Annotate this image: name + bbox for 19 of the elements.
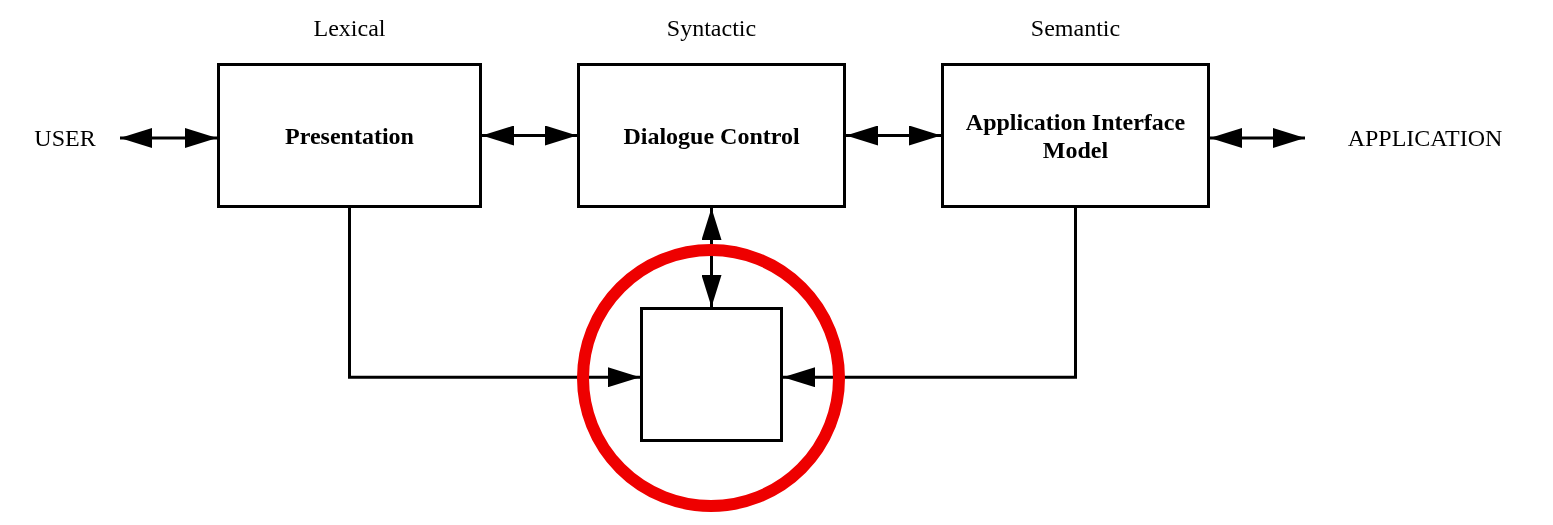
arrow [783, 208, 1077, 388]
endpoint-label: USER [10, 118, 120, 158]
layer-heading: Semantic [1030, 15, 1121, 42]
box-label: Application Interface Model [964, 107, 1187, 164]
process-box [577, 63, 846, 208]
layer-heading: Lexical [313, 15, 386, 42]
box-label: Presentation [285, 121, 414, 150]
process-box [941, 63, 1210, 208]
empty-box [640, 307, 783, 442]
arrow [482, 125, 577, 146]
arrow [120, 128, 217, 148]
endpoint-label: APPLICATION [1305, 118, 1545, 158]
layer-heading: Syntactic [666, 15, 757, 42]
box-label: Dialogue Control [623, 121, 800, 150]
arrow [701, 208, 722, 307]
arrow [846, 125, 941, 146]
arrow [1210, 128, 1305, 148]
arrow [348, 208, 640, 388]
process-box [217, 63, 482, 208]
